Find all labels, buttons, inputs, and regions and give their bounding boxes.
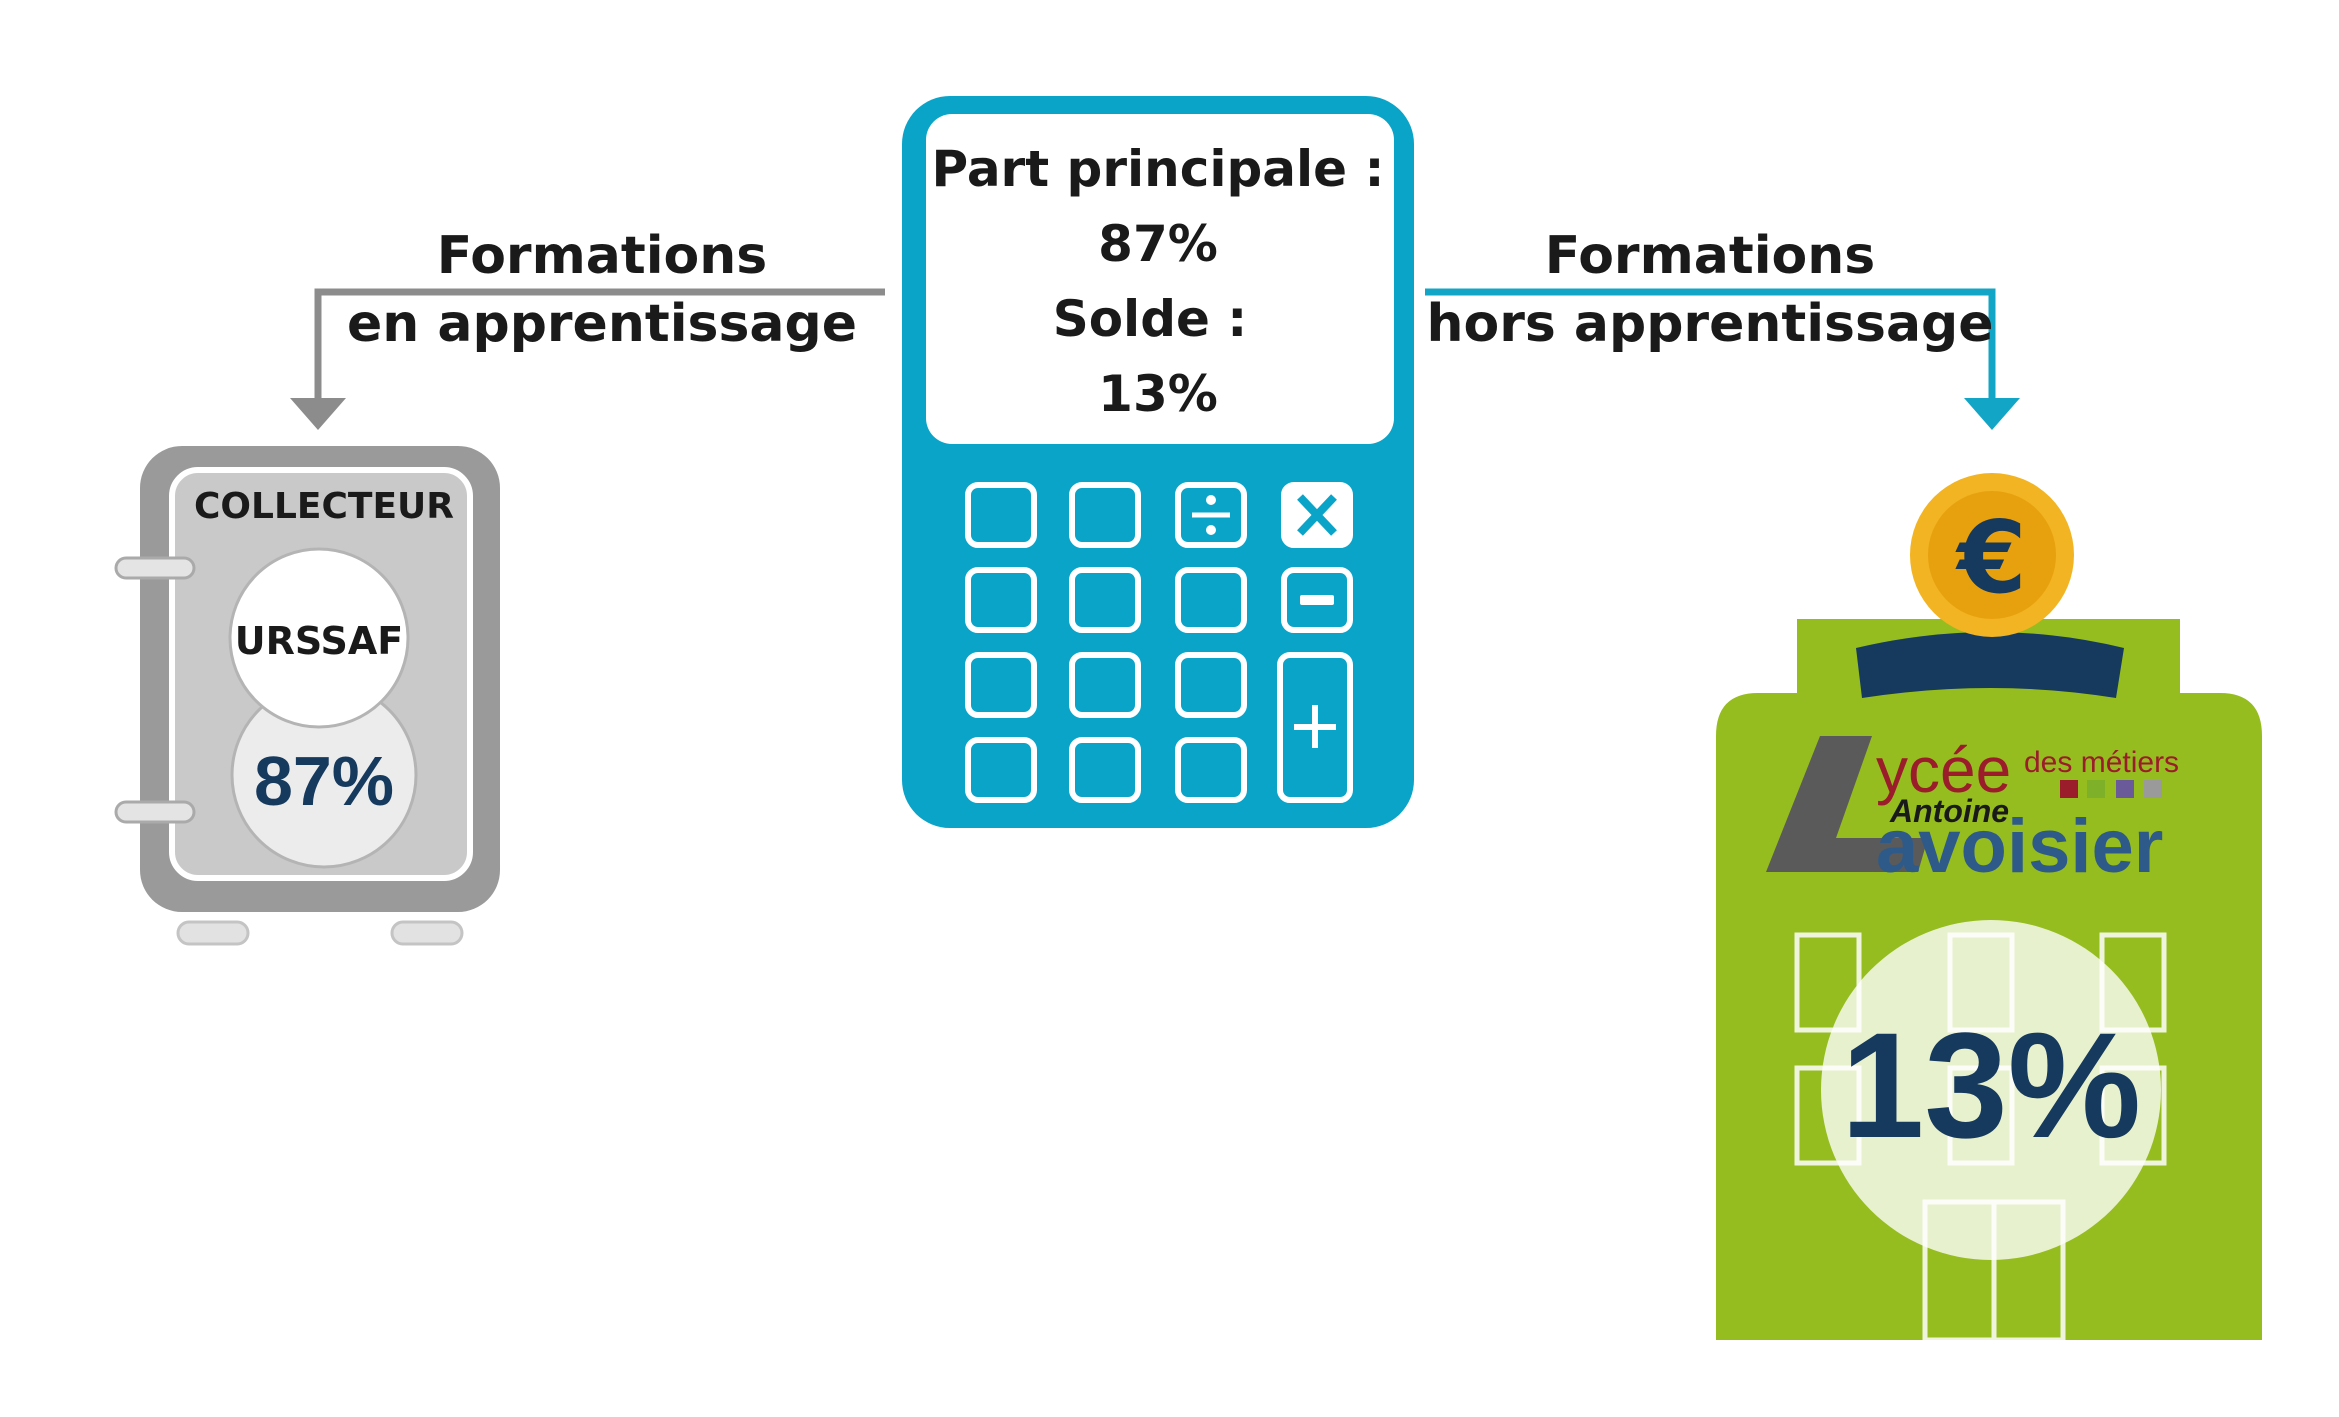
safe-collector-name: URSSAF (235, 619, 404, 663)
logo-avoisier: avoisier (1876, 804, 2163, 889)
left-arrow-subtitle: en apprentissage (347, 294, 857, 354)
safe-title: COLLECTEUR (194, 486, 454, 527)
calculator-screen (926, 114, 1394, 444)
right-arrow (1425, 288, 2020, 430)
safe-percent: 87% (254, 742, 394, 820)
school-percent: 13% (1841, 1001, 2141, 1169)
calculator-line-main-value: 87% (1098, 215, 1218, 273)
logo-lycee: ycée (1876, 734, 2011, 806)
multiply-icon (1284, 485, 1350, 545)
calculator-line-balance-value: 13% (1098, 365, 1218, 423)
divide-icon (1192, 495, 1230, 535)
plus-icon (1294, 705, 1336, 748)
school-building (1716, 619, 2262, 1343)
euro-icon: € (1955, 499, 2027, 616)
safe-dial-upper (228, 547, 410, 729)
left-arrow (290, 288, 885, 430)
lycee-logo-l (1766, 736, 1928, 872)
logo-des-metiers: des métiers (2024, 746, 2179, 779)
euro-coin (1910, 473, 2074, 637)
right-arrow-subtitle: hors apprentissage (1426, 294, 1993, 354)
right-arrow-title: Formations (1545, 226, 1875, 286)
minus-icon (1300, 595, 1334, 605)
logo-antoine: Antoine (1889, 793, 2009, 829)
calculator-line-main-label: Part principale : (932, 140, 1385, 198)
calculator (902, 96, 1414, 828)
calculator-line-balance-label: Solde : (1053, 290, 1248, 348)
school-percent-circle (1821, 920, 2161, 1260)
safe (114, 446, 500, 946)
logo-color-squares (2060, 780, 2162, 798)
coin-slot (1856, 632, 2124, 698)
left-arrow-title: Formations (437, 226, 767, 286)
